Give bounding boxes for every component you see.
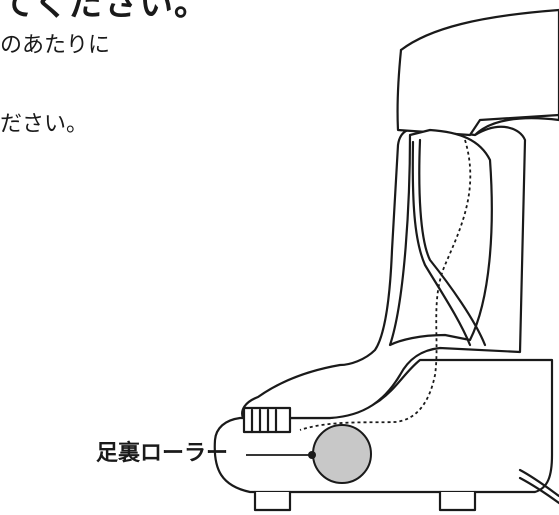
massager-base: [213, 358, 554, 494]
foot-sole-roller: [312, 424, 372, 484]
instruction-line-2: ださい。: [0, 112, 89, 137]
calf-cushion-inner-line: [418, 138, 487, 347]
instruction-heading: てください。: [0, 0, 209, 24]
power-cable: [518, 468, 559, 498]
base-foot-left: [253, 490, 292, 512]
callout-leader-dot: [308, 451, 316, 459]
foot-position-guide: [299, 139, 472, 431]
callout-label-foot-roller: 足裏ローラー: [96, 441, 229, 466]
calf-cushion-inner-line-2: [411, 140, 472, 347]
calf-cushion: [388, 128, 493, 347]
instruction-line-1: のあたりに: [0, 33, 111, 58]
base-foot-right: [438, 490, 477, 512]
